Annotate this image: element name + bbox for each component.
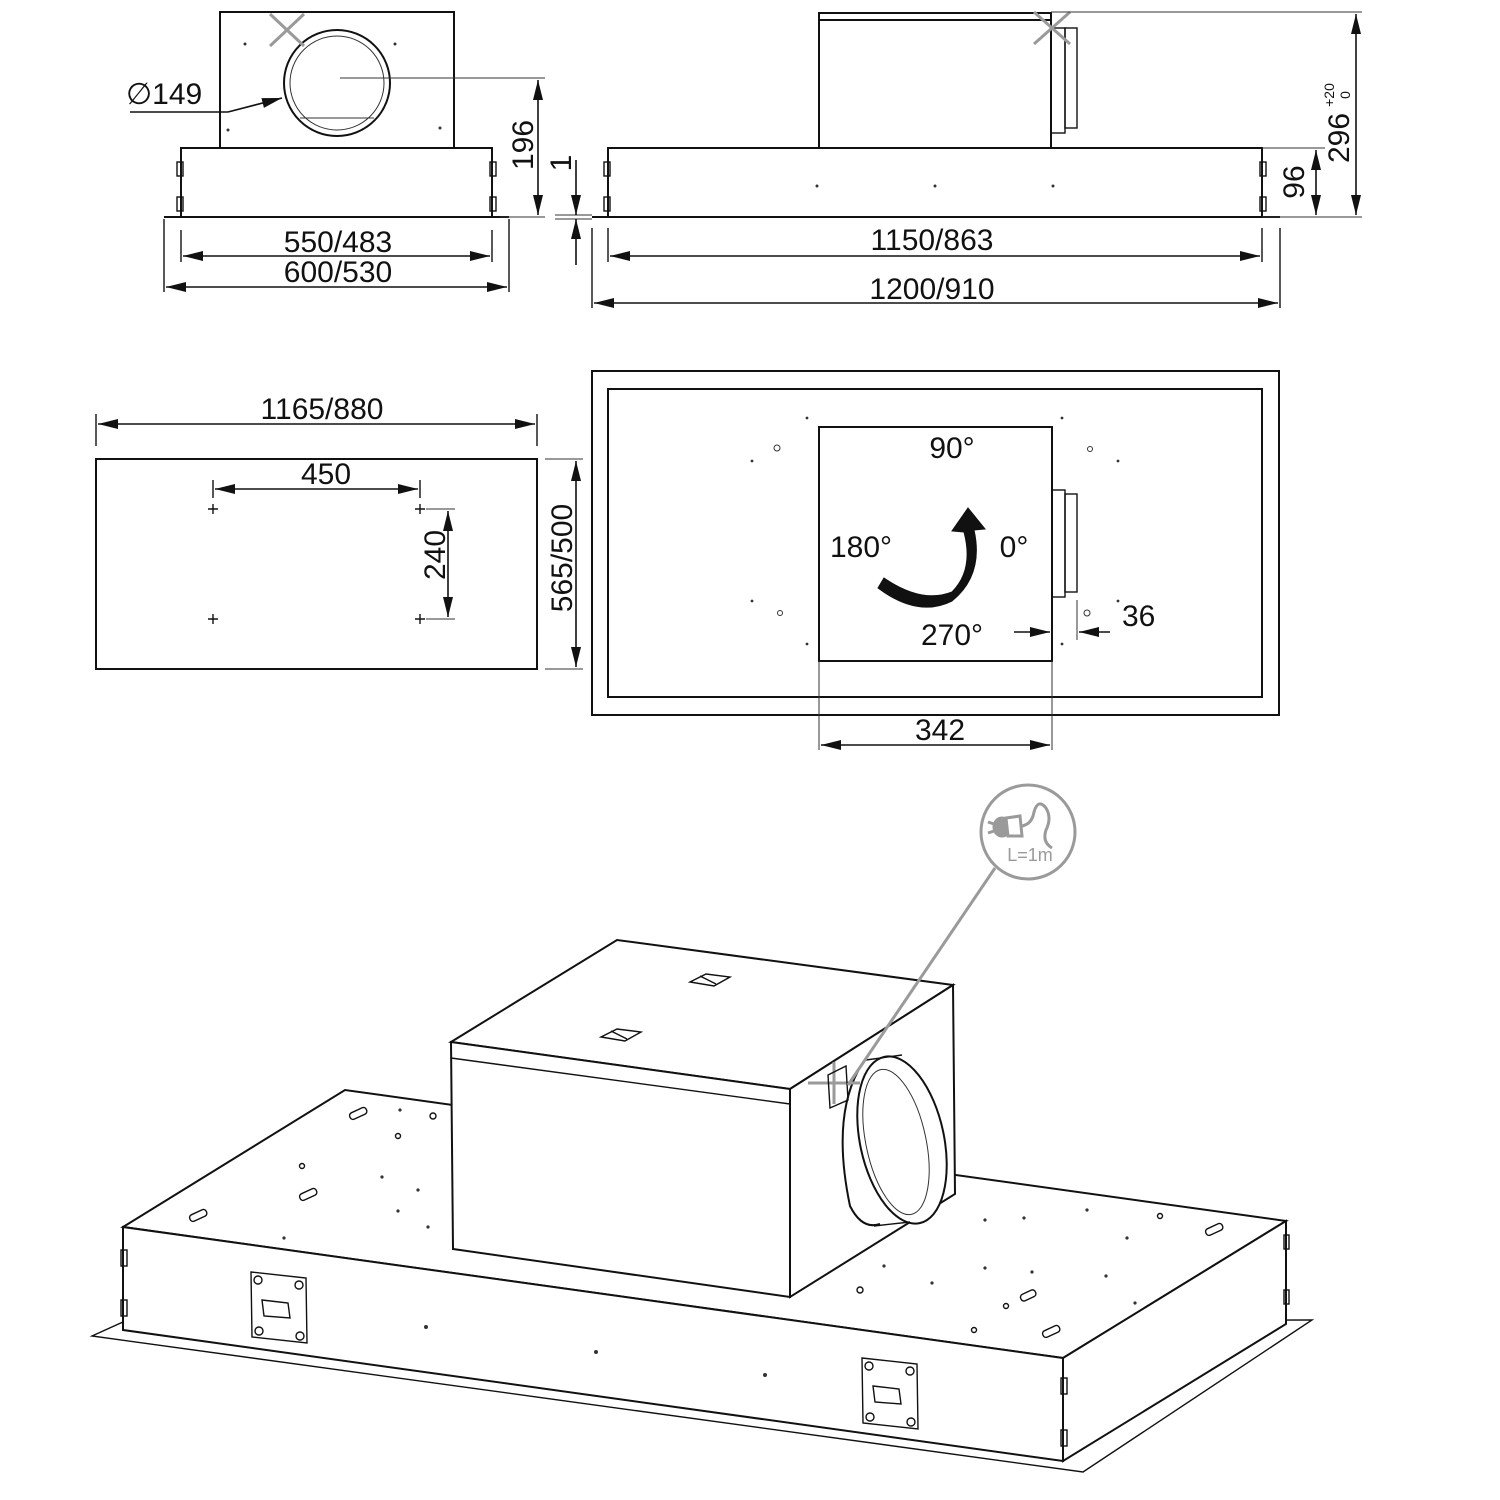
iso-duct-collar [841, 1054, 948, 1227]
hole-spacing-x-label: 450 [301, 458, 351, 491]
ceiling-cutout [95, 458, 538, 670]
side-motor-box [818, 12, 1052, 149]
top-inner-frame [607, 388, 1263, 698]
screw-hole-marks [750, 416, 1120, 646]
offset-36-label: 36 [1122, 600, 1155, 633]
mounting-hole-marks [208, 504, 425, 624]
isometric-view: L=1m [89, 783, 1315, 1473]
cross-marker-icon [268, 12, 306, 48]
top-view: 90° 180° 0° 270° 36 342 [591, 370, 1280, 750]
iso-motor-clips [598, 973, 733, 1042]
side-view: 1150/863 1200/910 96 296 +20 0 [591, 10, 1362, 308]
angle-0-label: 0° [1000, 531, 1029, 564]
cutout-view: 1165/880 450 240 565/500 [95, 393, 583, 670]
plug-cable-icon [987, 802, 1053, 850]
front-body [180, 147, 493, 218]
duct-outlet-outer [283, 29, 391, 137]
tolerance-lower-label: 0 [1337, 91, 1353, 99]
width-550-483-label: 550/483 [284, 226, 392, 259]
height-296-label: 296 [1323, 113, 1356, 163]
callout-leader [846, 867, 997, 1086]
callout-circle [979, 783, 1077, 881]
width-1200-910-label: 1200/910 [869, 273, 994, 306]
iso-trim-plate [89, 1319, 1315, 1473]
iso-body-side [1062, 1219, 1287, 1463]
hole-spacing-y-label: 240 [419, 530, 452, 580]
width-600-530-label: 600/530 [284, 256, 392, 289]
mounting-bracket [861, 1357, 919, 1430]
angle-90-label: 90° [929, 432, 974, 465]
curved-arrow-icon [877, 507, 986, 608]
angle-180-label: 180° [830, 531, 892, 564]
duct-outlet-inner [289, 35, 385, 131]
cable-length-label: L=1m [1007, 845, 1053, 865]
cross-marker-icon [808, 1062, 860, 1104]
motor-width-342-label: 342 [915, 714, 965, 747]
height-96-label: 96 [1278, 165, 1311, 198]
width-1150-863-label: 1150/863 [871, 224, 994, 257]
height-196-label: 196 [507, 120, 540, 170]
top-motor-box [818, 426, 1053, 662]
gap-1-label: 1 [545, 155, 578, 172]
cutout-width-label: 1165/880 [261, 393, 384, 426]
front-motor-box [219, 11, 455, 149]
cutout-depth-label: 565/500 [546, 504, 579, 612]
cross-marker-icon [1033, 10, 1071, 46]
mounting-bracket [250, 1271, 308, 1344]
front-view: ∅149 196 1 550/483 600/530 [126, 11, 592, 292]
iso-surface-details [120, 1106, 1290, 1447]
diameter-label: ∅149 [126, 78, 202, 111]
angle-270-label: 270° [921, 619, 983, 652]
side-body [607, 147, 1263, 218]
tolerance-upper-label: +20 [1321, 83, 1337, 107]
